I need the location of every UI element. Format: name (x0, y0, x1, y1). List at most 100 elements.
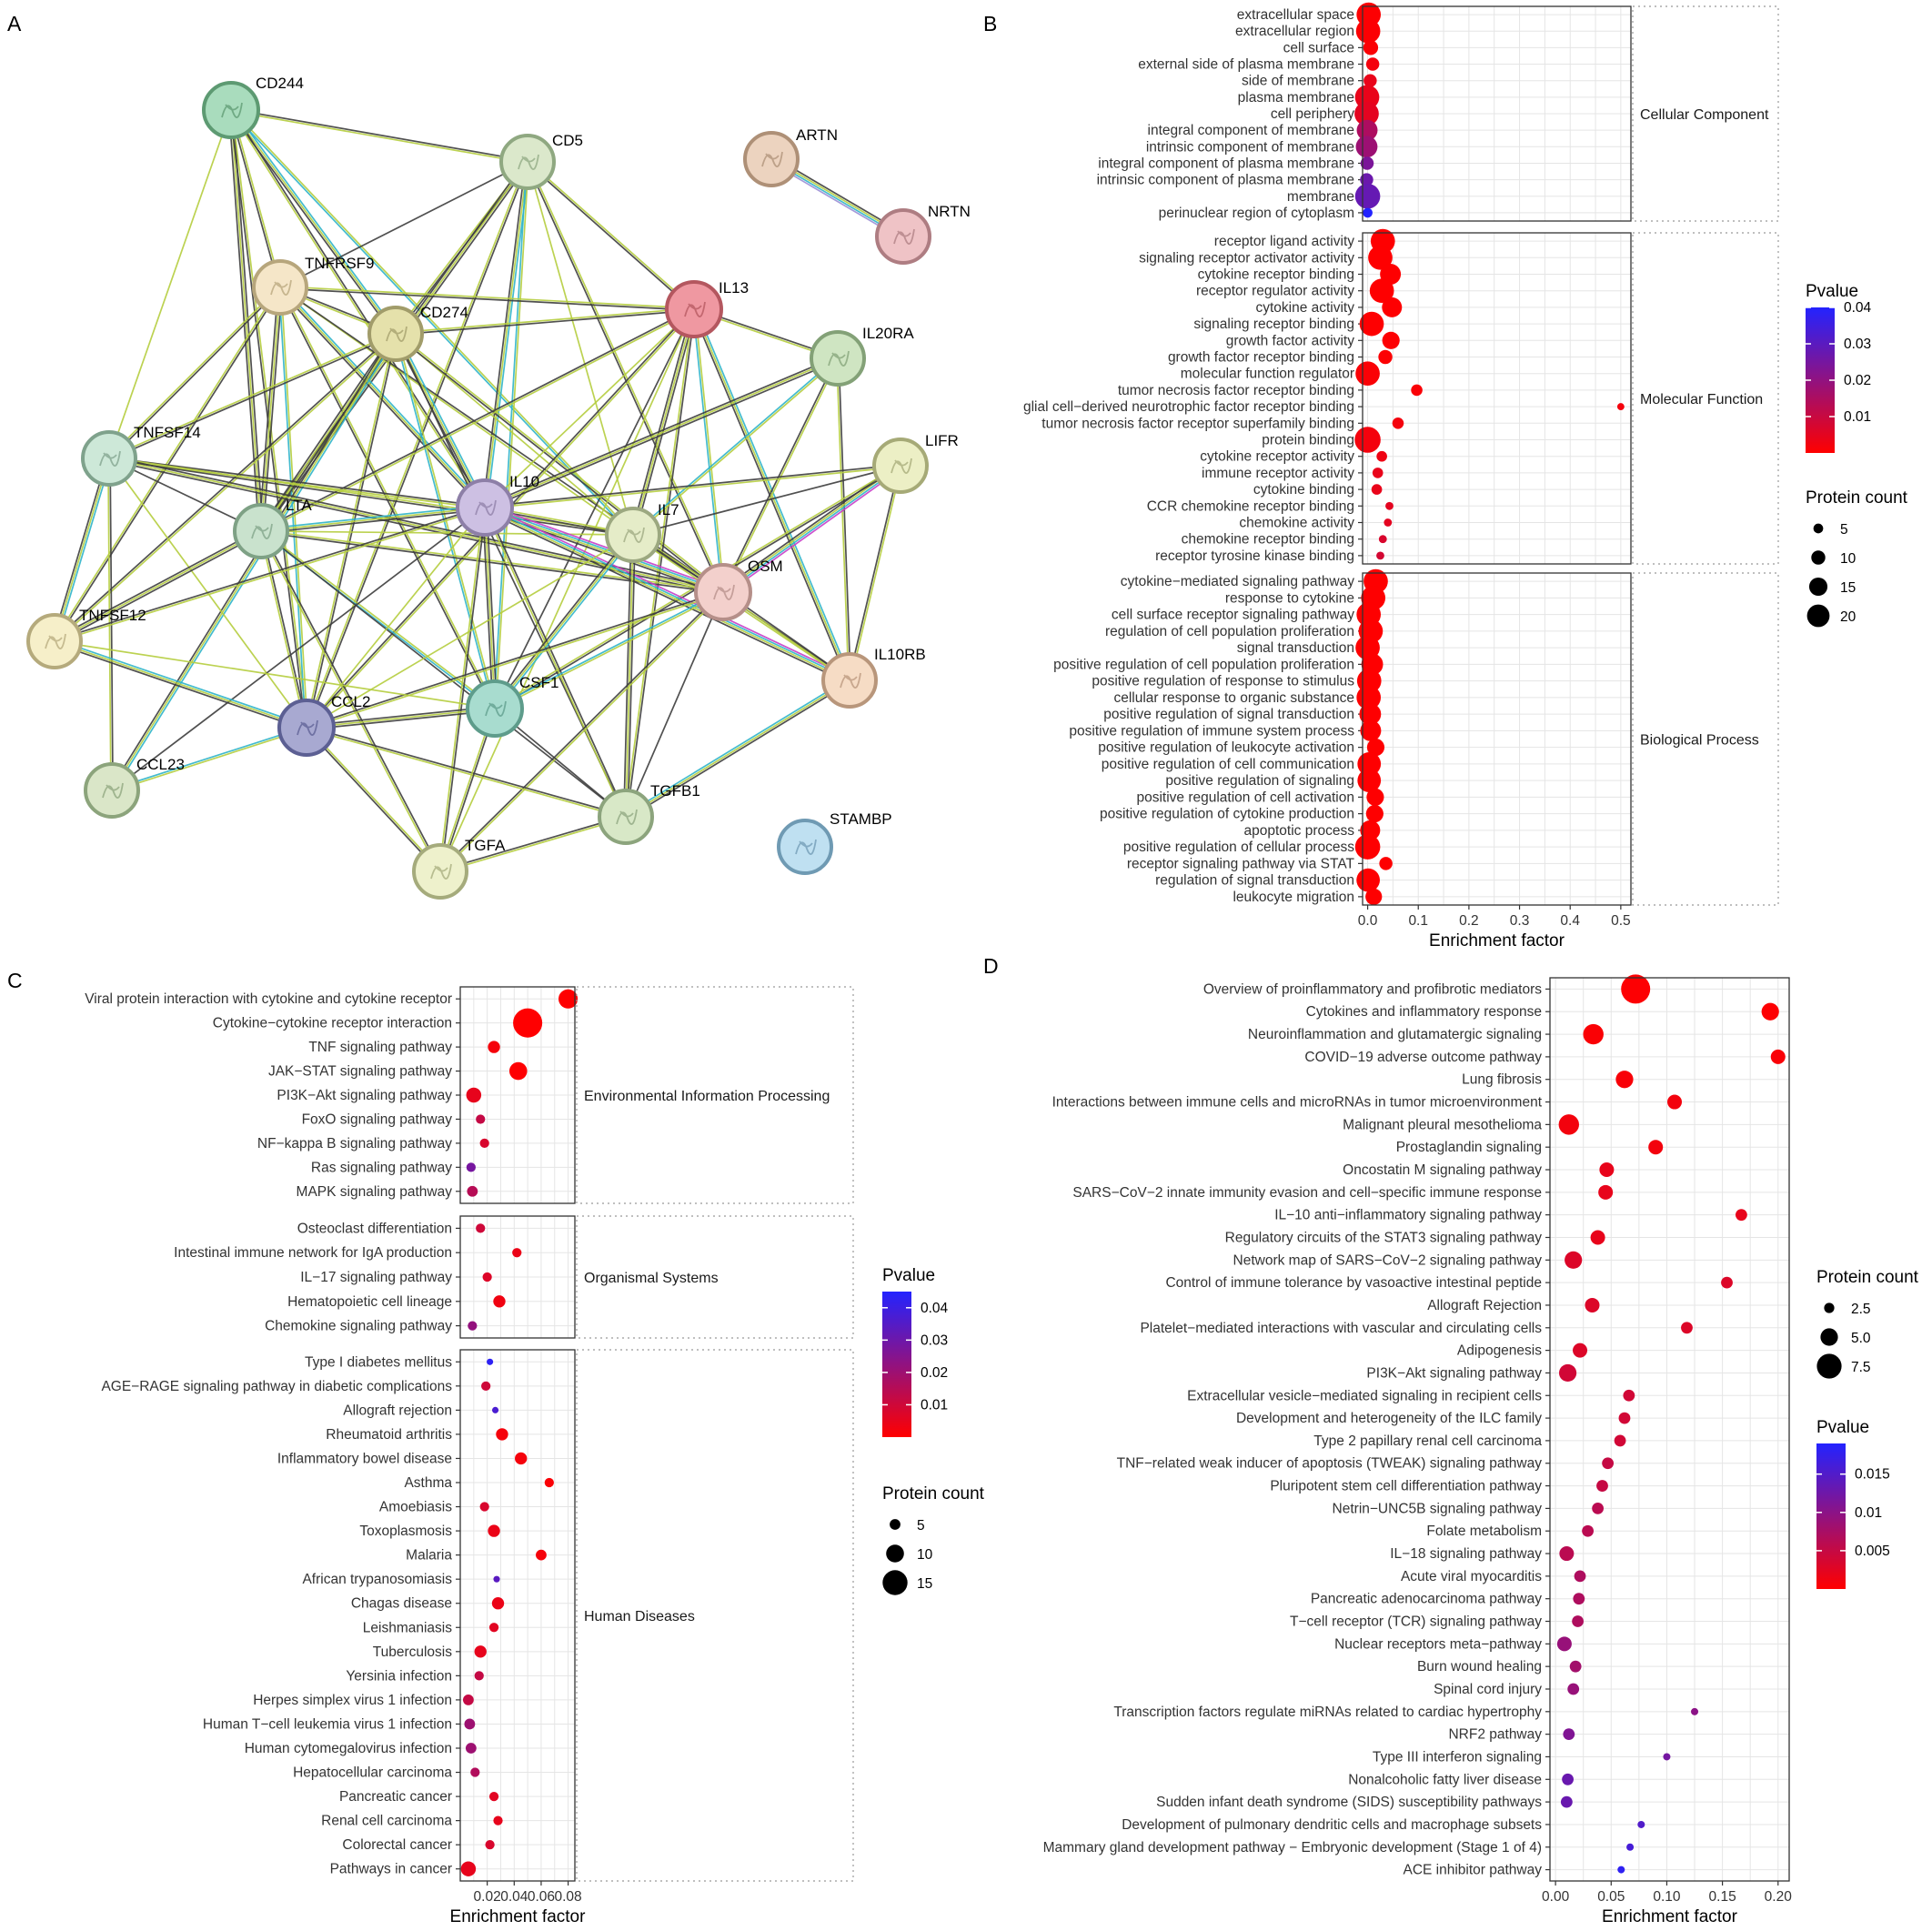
dot-integral-component-of-membrane[interactable] (1356, 119, 1378, 141)
dot-sars-cov-2-innate-immunity-evasion-and-cell-specific-immune-response[interactable] (1598, 1184, 1614, 1200)
dot-colorectal-cancer[interactable] (485, 1840, 495, 1850)
dot-hepatocellular-carcinoma[interactable] (470, 1767, 480, 1777)
dot-il-17-signaling-pathway[interactable] (482, 1272, 492, 1282)
dot-control-of-immune-tolerance-by-vasoactive-intestinal-peptide[interactable] (1721, 1276, 1733, 1289)
dot-human-cytomegalovirus-infection[interactable] (465, 1743, 477, 1754)
dot-intrinsic-component-of-plasma-membrane[interactable] (1360, 173, 1374, 186)
dot-ace-inhibitor-pathway[interactable] (1617, 1866, 1625, 1874)
dot-intestinal-immune-network-for-iga-production[interactable] (512, 1248, 522, 1258)
dot-african-trypanosomiasis[interactable] (493, 1575, 500, 1583)
dot-oncostatin-m-signaling-pathway[interactable] (1599, 1162, 1615, 1178)
dot-pancreatic-adenocarcinoma-pathway[interactable] (1573, 1593, 1585, 1605)
dot-protein-binding[interactable] (1354, 427, 1381, 453)
node-il20ra[interactable]: IL20RA (810, 325, 914, 387)
dot-transcription-factors-regulate-mirnas-related-to-cardiac-hypertrophy[interactable] (1691, 1707, 1699, 1715)
dot-malaria[interactable] (536, 1549, 547, 1561)
node-cd5[interactable]: CD5 (499, 132, 583, 190)
dot-burn-wound-healing[interactable] (1569, 1660, 1582, 1673)
dot-molecular-function-regulator[interactable] (1355, 361, 1380, 387)
dot-il-18-signaling-pathway[interactable] (1559, 1546, 1575, 1562)
dot-chemokine-signaling-pathway[interactable] (468, 1321, 478, 1331)
dot-positive-regulation-of-cell-activation[interactable] (1366, 788, 1384, 806)
node-stambp[interactable]: STAMBP (777, 810, 892, 875)
dot-positive-regulation-of-cellular-process[interactable] (1354, 834, 1381, 860)
dot-extracellular-region[interactable] (1355, 18, 1381, 44)
dot-amoebiasis[interactable] (479, 1502, 489, 1512)
dot-nuclear-receptors-meta-pathway[interactable] (1556, 1636, 1572, 1652)
dot-intrinsic-component-of-membrane[interactable] (1355, 136, 1378, 158)
dot-rheumatoid-arthritis[interactable] (496, 1428, 508, 1441)
dot-cell-periphery[interactable] (1354, 101, 1379, 126)
dot-membrane[interactable] (1354, 183, 1381, 209)
dot-pancreatic-cancer[interactable] (488, 1791, 499, 1802)
node-ccl23[interactable]: CCL23 (84, 756, 185, 819)
node-ccl2[interactable]: CCL2 (277, 693, 370, 757)
node-cd274[interactable]: CD274 (367, 304, 468, 362)
dot-positive-regulation-of-cell-communication[interactable] (1357, 752, 1382, 776)
dot-glial-cell-derived-neurotrophic-factor-receptor-binding[interactable] (1616, 403, 1625, 411)
dot-mapk-signaling-pathway[interactable] (467, 1185, 478, 1197)
dot-network-map-of-sars-cov-2-signaling-pathway[interactable] (1565, 1251, 1583, 1269)
dot-allograft-rejection[interactable] (491, 1406, 499, 1413)
dot-tnf-signaling-pathway[interactable] (488, 1041, 500, 1053)
dot-renal-cell-carcinoma[interactable] (493, 1815, 503, 1825)
dot-side-of-membrane[interactable] (1363, 74, 1377, 87)
dot-tuberculosis[interactable] (474, 1645, 487, 1658)
node-csf1[interactable]: CSF1 (466, 674, 558, 738)
dot-allograft-rejection[interactable] (1585, 1297, 1600, 1312)
dot-cytokine-cytokine-receptor-interaction[interactable] (513, 1008, 543, 1038)
dot-type-2-papillary-renal-cell-carcinoma[interactable] (1614, 1434, 1626, 1447)
dot-positive-regulation-of-signal-transduction[interactable] (1359, 703, 1382, 726)
node-osm[interactable]: OSM (694, 558, 783, 621)
dot-positive-regulation-of-leukocyte-activation[interactable] (1366, 739, 1385, 757)
node-il13[interactable]: IL13 (665, 279, 749, 338)
node-tnfsf14[interactable]: TNFSF14 (81, 424, 201, 487)
dot-interactions-between-immune-cells-and-micrornas-in-tumor-microenvironment[interactable] (1667, 1094, 1683, 1110)
dot-spinal-cord-injury[interactable] (1567, 1683, 1580, 1695)
dot-lung-fibrosis[interactable] (1615, 1071, 1634, 1089)
dot-pathways-in-cancer[interactable] (460, 1861, 477, 1876)
dot-yersinia-infection[interactable] (474, 1671, 484, 1681)
node-il10[interactable]: IL10 (456, 473, 539, 537)
dot-chemokine-receptor-binding[interactable] (1378, 535, 1387, 544)
dot-human-t-cell-leukemia-virus-1-infection[interactable] (464, 1718, 476, 1730)
dot-regulation-of-signal-transduction[interactable] (1356, 868, 1380, 892)
dot-mammary-gland-development-pathway-embryonic-development-stage-1-of-4[interactable] (1626, 1843, 1635, 1851)
dot-receptor-regulator-activity[interactable] (1369, 278, 1394, 304)
node-tgfa[interactable]: TGFA (412, 837, 506, 900)
dot-integral-component-of-plasma-membrane[interactable] (1360, 156, 1374, 170)
dot-type-i-diabetes-mellitus[interactable] (487, 1358, 494, 1365)
dot-positive-regulation-of-cytokine-production[interactable] (1365, 805, 1384, 823)
dot-netrin-unc5b-signaling-pathway[interactable] (1592, 1502, 1604, 1514)
dot-ccr-chemokine-receptor-binding[interactable] (1385, 501, 1394, 510)
dot-regulatory-circuits-of-the-stat3-signaling-pathway[interactable] (1590, 1230, 1605, 1245)
dot-sudden-infant-death-syndrome-sids-susceptibility-pathways[interactable] (1560, 1795, 1573, 1808)
dot-age-rage-signaling-pathway-in-diabetic-complications[interactable] (481, 1381, 491, 1391)
dot-immune-receptor-activity[interactable] (1372, 468, 1384, 478)
dot-cytokines-and-inflammatory-response[interactable] (1761, 1002, 1779, 1021)
node-tgfb1[interactable]: TGFB1 (598, 782, 700, 845)
node-cd244[interactable]: CD244 (202, 75, 304, 139)
dot-receptor-tyrosine-kinase-binding[interactable] (1376, 551, 1384, 560)
dot-acute-viral-myocarditis[interactable] (1574, 1570, 1586, 1583)
dot-extracellular-vesicle-mediated-signaling-in-recipient-cells[interactable] (1623, 1389, 1635, 1402)
dot-covid-19-adverse-outcome-pathway[interactable] (1770, 1049, 1786, 1064)
dot-pi3k-akt-signaling-pathway[interactable] (1558, 1363, 1577, 1383)
dot-herpes-simplex-virus-1-infection[interactable] (462, 1695, 474, 1705)
dot-signaling-receptor-activator-activity[interactable] (1368, 245, 1393, 270)
dot-chagas-disease[interactable] (491, 1597, 505, 1610)
dot-pi3k-akt-signaling-pathway[interactable] (466, 1087, 482, 1103)
node-lta[interactable]: LTA (233, 497, 312, 559)
node-il7[interactable]: IL7 (605, 501, 679, 563)
dot-cytokine-activity[interactable] (1382, 297, 1403, 317)
node-nrtn[interactable]: NRTN (875, 203, 971, 265)
dot-il-10-anti-inflammatory-signaling-pathway[interactable] (1736, 1209, 1747, 1222)
dot-nrf2-pathway[interactable] (1563, 1728, 1575, 1741)
dot-development-and-heterogeneity-of-the-ilc-family[interactable] (1618, 1412, 1631, 1424)
dot-toxoplasmosis[interactable] (488, 1524, 500, 1537)
dot-ras-signaling-pathway[interactable] (466, 1162, 476, 1172)
dot-viral-protein-interaction-with-cytokine-and-cytokine-receptor[interactable] (558, 989, 579, 1009)
dot-leishmaniasis[interactable] (488, 1623, 499, 1633)
dot-external-side-of-plasma-membrane[interactable] (1365, 57, 1380, 71)
dot-cytokine-binding[interactable] (1371, 484, 1383, 495)
